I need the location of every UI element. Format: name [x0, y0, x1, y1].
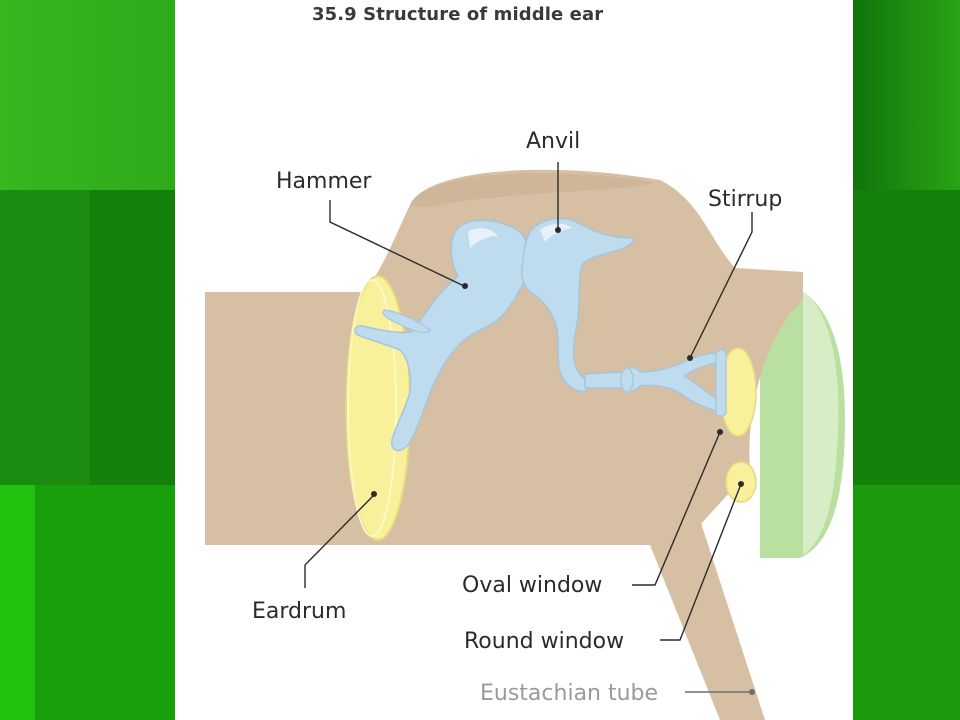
- hammer-highlight: [468, 228, 498, 248]
- eardrum-dot: [371, 491, 377, 497]
- anvil-highlight: [540, 223, 572, 242]
- round-window-label: Round window: [464, 629, 624, 654]
- hammer-leader-line: [329, 200, 465, 287]
- hammer-bone: [354, 219, 531, 452]
- round-window-dot: [738, 481, 744, 487]
- anvil-label: Anvil: [526, 129, 580, 154]
- eustachian-dot: [749, 689, 755, 695]
- round-window-leader-line: [660, 483, 742, 641]
- oval-window-label: Oval window: [462, 573, 602, 598]
- eardrum-label: Eardrum: [252, 599, 346, 624]
- anvil-dot: [555, 227, 561, 233]
- inner-ear-highlight: [800, 290, 839, 555]
- stirrup-dot: [687, 355, 693, 361]
- anvil-bone: [520, 217, 634, 393]
- hammer-process: [382, 309, 431, 334]
- stirrup-ring: [620, 367, 634, 393]
- stirrup-leader-line: [689, 212, 753, 359]
- eardrum-rim: [347, 279, 397, 537]
- oval-window-leader-line: [632, 431, 721, 586]
- stirrup-footplate: [715, 349, 727, 417]
- stirrup-label: Stirrup: [708, 187, 782, 212]
- hammer-label: Hammer: [276, 169, 372, 194]
- hammer-dot: [462, 283, 468, 289]
- cavity-shadow: [410, 173, 655, 207]
- oval-window-dot: [717, 429, 723, 435]
- eustachian-tube-shape: [640, 520, 765, 720]
- stirrup-bone: [584, 352, 723, 413]
- eardrum-leader-line: [304, 494, 375, 588]
- eustachian-tube-label: Eustachian tube: [480, 681, 658, 706]
- figure-title: 35.9 Structure of middle ear: [312, 4, 604, 25]
